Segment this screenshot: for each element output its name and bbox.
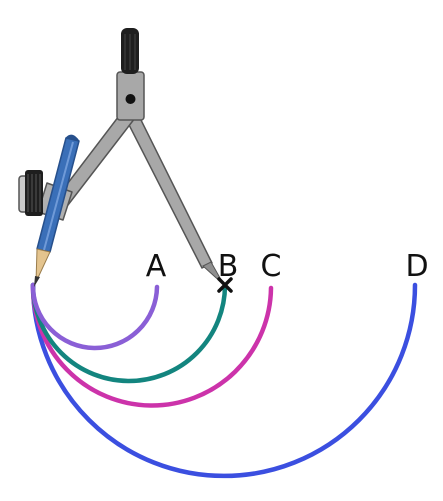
pencil-icon	[34, 134, 80, 287]
arc-c	[30, 282, 274, 408]
label-b: B	[218, 249, 239, 284]
label-a: A	[146, 249, 167, 284]
arc-d	[30, 282, 418, 479]
label-d: D	[405, 249, 428, 284]
drawing-compass-icon	[18, 28, 225, 287]
clamp-screw-icon	[18, 170, 43, 216]
pencil-lead	[34, 276, 40, 287]
arc-a	[30, 282, 160, 351]
x-mark-icon	[217, 277, 233, 293]
pencil-wood-tip	[35, 248, 51, 283]
label-c: C	[261, 249, 282, 284]
compass-right-leg	[124, 113, 213, 269]
hinge-pivot	[125, 94, 136, 104]
arc-b	[30, 282, 228, 384]
